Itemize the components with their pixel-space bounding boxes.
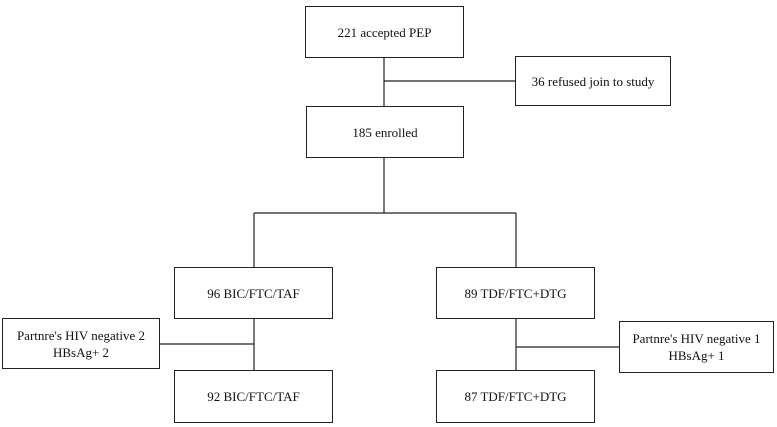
left-arm-start-label: 96 BIC/FTC/TAF bbox=[207, 285, 300, 301]
left-arm-final-box: 92 BIC/FTC/TAF bbox=[174, 370, 333, 423]
enrolled-label: 185 enrolled bbox=[352, 124, 418, 140]
screening-label: 221 accepted PEP bbox=[337, 24, 432, 40]
refused-box: 36 refused join to study bbox=[515, 56, 671, 106]
right-arm-final-box: 87 TDF/FTC+DTG bbox=[436, 370, 595, 423]
left-arm-final-label: 92 BIC/FTC/TAF bbox=[207, 389, 300, 404]
left-arm-start-box: 96 BIC/FTC/TAF bbox=[174, 267, 333, 319]
right-arm-start-box: 89 TDF/FTC+DTG bbox=[436, 267, 595, 319]
right-arm-final-label: 87 TDF/FTC+DTG bbox=[464, 389, 567, 404]
refused-label: 36 refused join to study bbox=[531, 73, 655, 89]
right-exclusion-box: Partnre's HIV negative 1 HBsAg+ 1 bbox=[619, 321, 774, 373]
enrolled-box: 185 enrolled bbox=[306, 106, 464, 158]
right-arm-start-label: 89 TDF/FTC+DTG bbox=[464, 285, 567, 301]
right-exclusion-line2: HBsAg+ 1 bbox=[668, 348, 725, 363]
left-exclusion-line1: Partnre's HIV negative 2 bbox=[16, 327, 146, 343]
screening-box: 221 accepted PEP bbox=[305, 6, 464, 58]
left-exclusion-box: Partnre's HIV negative 2 HBsAg+ 2 bbox=[2, 318, 160, 369]
left-exclusion-line2: HBsAg+ 2 bbox=[52, 344, 110, 360]
right-exclusion-line1: Partnre's HIV negative 1 bbox=[632, 331, 761, 346]
